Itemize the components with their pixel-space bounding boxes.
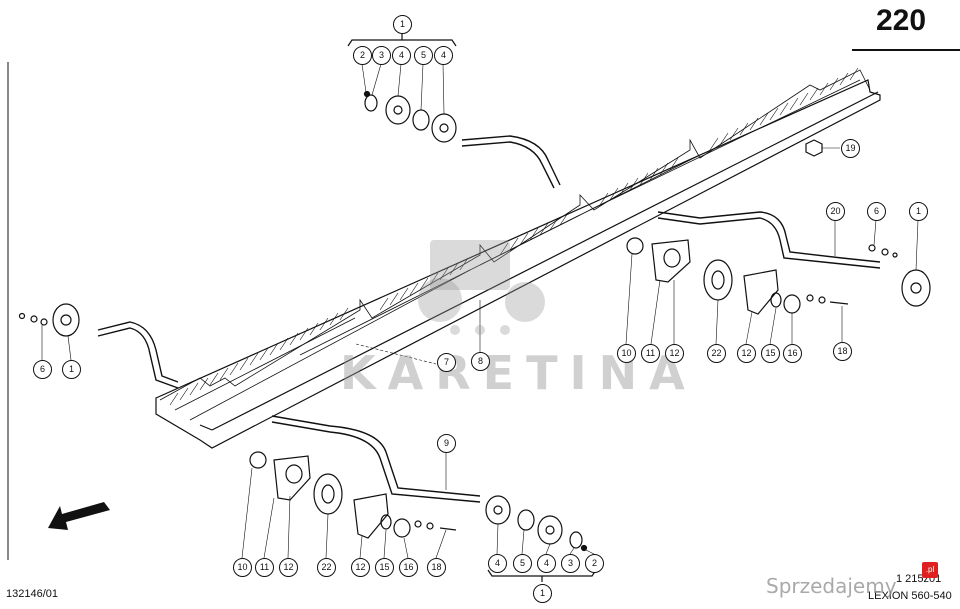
crank-shaft-bottom (271, 415, 481, 497)
callout-12: 12 (737, 344, 756, 363)
callout-4: 4 (488, 554, 507, 573)
site-badge: .pl (922, 562, 938, 578)
model-label: LEXION 560-540 (868, 590, 952, 602)
conveyor-body (155, 79, 881, 449)
callout-12: 12 (351, 558, 370, 577)
callout-6: 6 (867, 202, 886, 221)
callout-8: 8 (471, 352, 490, 371)
site-watermark: Sprzedajemy (766, 574, 897, 598)
callout-22: 22 (317, 558, 336, 577)
callout-16: 16 (783, 344, 802, 363)
callout-1: 1 (62, 360, 81, 379)
watermark-tractor-logo (418, 240, 545, 335)
callout-5: 5 (513, 554, 532, 573)
callout-15: 15 (761, 344, 780, 363)
crank-shaft-left (97, 321, 179, 383)
grate-hatch (169, 67, 859, 406)
callout-22: 22 (707, 344, 726, 363)
callout-4: 4 (392, 46, 411, 65)
callout-4: 4 (537, 554, 556, 573)
callout-1: 1 (533, 584, 552, 603)
drawing-code: 132146/01 (6, 588, 58, 600)
page-number: 220 (876, 4, 927, 37)
direction-arrow (48, 502, 110, 530)
callout-1: 1 (909, 202, 928, 221)
crank-shaft-right (657, 211, 881, 263)
callout-9: 9 (437, 434, 456, 453)
callout-7: 7 (437, 353, 456, 372)
callout-10: 10 (617, 344, 636, 363)
callout-11: 11 (641, 344, 660, 363)
callout-1: 1 (393, 15, 412, 34)
callout-3: 3 (372, 46, 391, 65)
grate-steps (159, 69, 871, 421)
callout-4: 4 (434, 46, 453, 65)
callout-15: 15 (375, 558, 394, 577)
callout-20: 20 (826, 202, 845, 221)
callout-6: 6 (33, 360, 52, 379)
crank-shaft-top (461, 135, 561, 186)
callout-10: 10 (233, 558, 252, 577)
callout-11: 11 (255, 558, 274, 577)
callout-18: 18 (427, 558, 446, 577)
callout-2: 2 (353, 46, 372, 65)
callout-3: 3 (561, 554, 580, 573)
callout-12: 12 (279, 558, 298, 577)
callout-2: 2 (585, 554, 604, 573)
callout-5: 5 (414, 46, 433, 65)
callout-12: 12 (665, 344, 684, 363)
callout-18: 18 (833, 342, 852, 361)
callout-19: 19 (841, 139, 860, 158)
callout-16: 16 (399, 558, 418, 577)
